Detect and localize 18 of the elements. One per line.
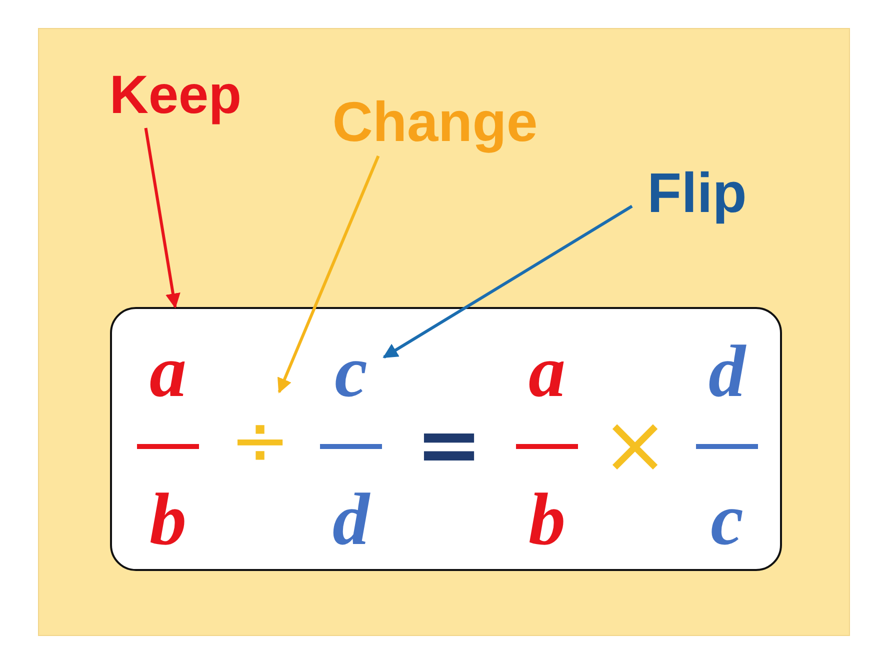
change-label: Change (300, 88, 570, 156)
numerator: d (708, 335, 746, 409)
arrow (278, 155, 380, 394)
arrow (382, 204, 633, 358)
numerator: c (334, 335, 368, 409)
division-sign: ÷ (228, 392, 292, 488)
denominator: b (528, 483, 566, 557)
flip-label: Flip (632, 160, 762, 226)
equation-box (110, 307, 782, 571)
arrow (144, 128, 180, 308)
denominator: c (710, 483, 744, 557)
equals-sign: = (412, 400, 486, 490)
numerator: a (528, 335, 566, 409)
denominator: b (150, 483, 186, 557)
numerator: a (150, 335, 186, 409)
keep-label: Keep (88, 62, 263, 128)
multiplication-sign: × (602, 400, 668, 490)
denominator: d (332, 483, 370, 557)
